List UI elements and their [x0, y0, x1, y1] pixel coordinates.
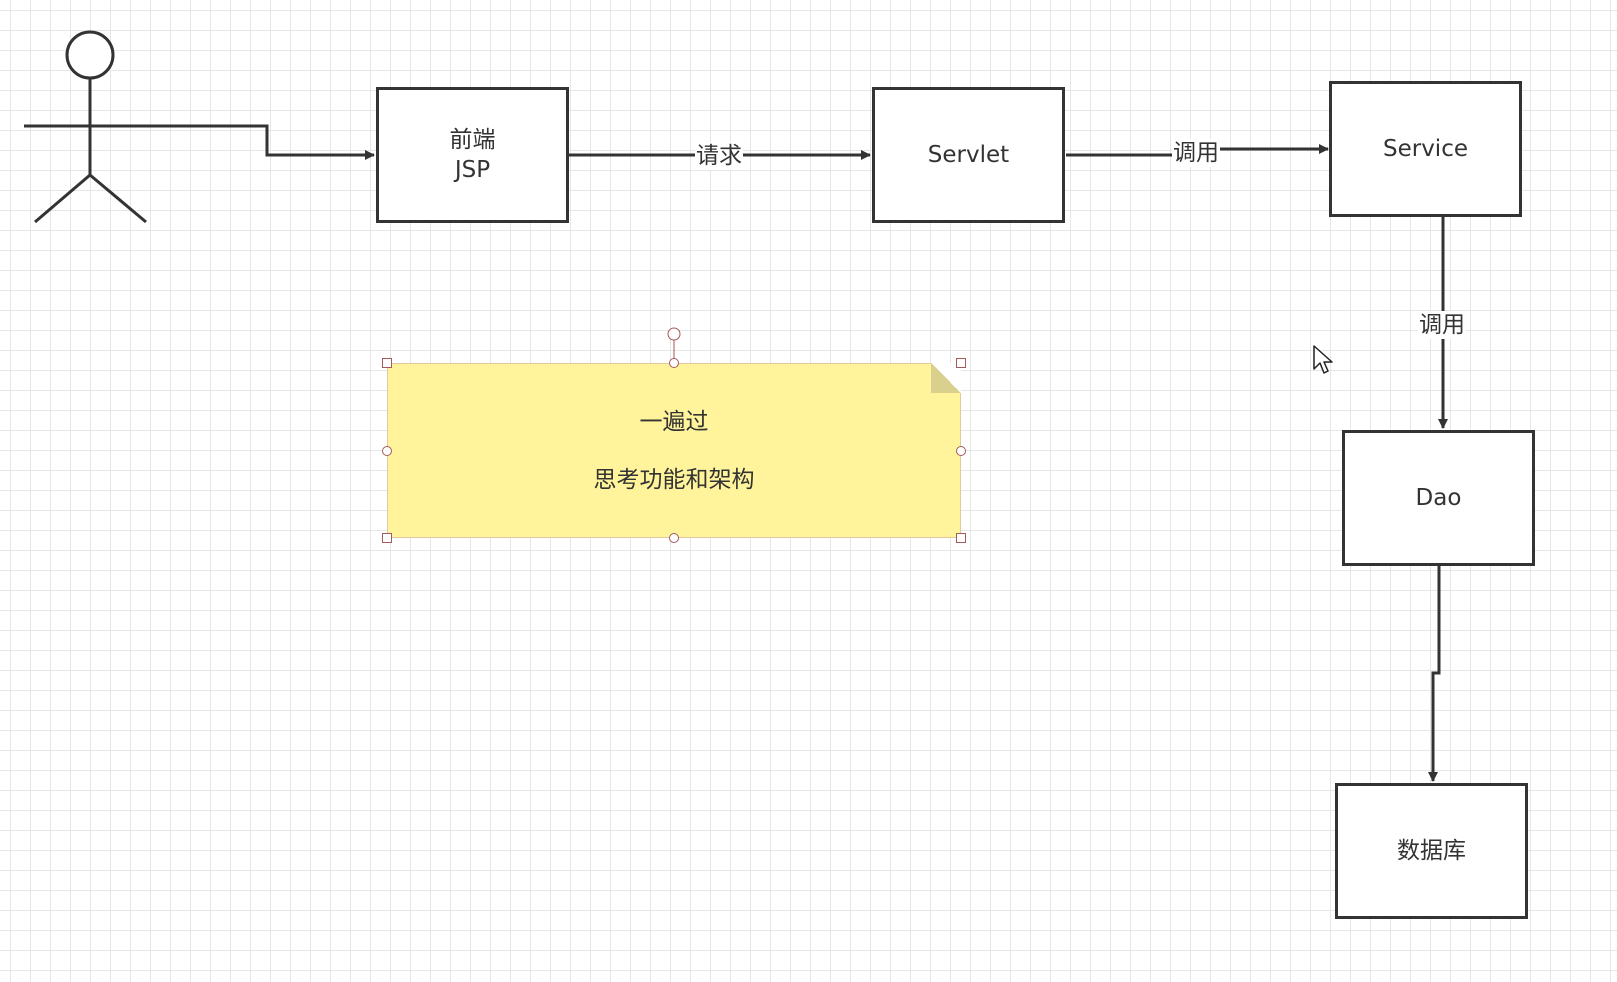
node-frontend-line2: JSP — [454, 157, 491, 183]
edge-label-invoke-service[interactable]: 调用 — [1172, 139, 1220, 167]
node-database-label: 数据库 — [1397, 838, 1466, 864]
node-servlet[interactable]: Servlet — [872, 87, 1065, 223]
note-resize-handle-s[interactable] — [669, 533, 679, 543]
node-dao[interactable]: Dao — [1342, 430, 1535, 566]
connector-actor-frontend[interactable] — [156, 124, 375, 160]
node-database[interactable]: 数据库 — [1335, 783, 1528, 919]
node-servlet-label: Servlet — [927, 142, 1010, 168]
note-corner-fold — [931, 363, 961, 393]
note-resize-handle-n[interactable] — [669, 358, 679, 368]
actor-icon[interactable] — [24, 30, 156, 224]
mouse-pointer-icon — [1313, 345, 1333, 374]
edge-label-request[interactable]: 请求 — [695, 142, 743, 170]
note-resize-handle-se[interactable] — [956, 533, 966, 543]
note-resize-handle-nw[interactable] — [382, 358, 392, 368]
node-frontend-jsp[interactable]: 前端 JSP — [376, 87, 569, 223]
connector-dao-database[interactable] — [1428, 566, 1441, 782]
edge-label-invoke-dao[interactable]: 调用 — [1418, 311, 1466, 339]
note-line1: 一遍过 — [639, 408, 709, 435]
node-service-label: Service — [1382, 136, 1468, 162]
node-dao-label: Dao — [1415, 485, 1462, 511]
note-resize-handle-ne[interactable] — [956, 358, 966, 368]
note-line2: 思考功能和架构 — [593, 466, 755, 493]
note-rotate-handle[interactable] — [667, 327, 681, 341]
sticky-note[interactable]: 一遍过 思考功能和架构 — [387, 363, 961, 538]
node-service[interactable]: Service — [1329, 81, 1522, 217]
note-resize-handle-w[interactable] — [382, 446, 392, 456]
note-resize-handle-sw[interactable] — [382, 533, 392, 543]
node-frontend-line1: 前端 — [449, 127, 496, 153]
note-resize-handle-e[interactable] — [956, 446, 966, 456]
